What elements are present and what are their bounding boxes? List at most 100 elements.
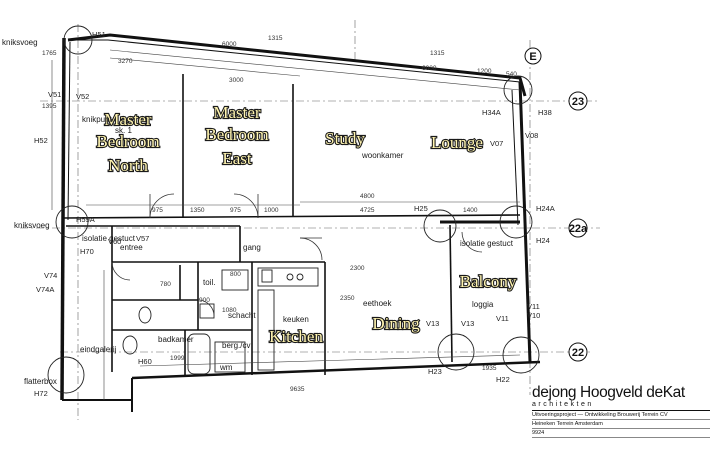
- project-row-1: Uitvoeringsproject — Ontwikkeling Brouwe…: [532, 411, 710, 420]
- room-master-east-line1: Master: [213, 103, 261, 122]
- dim-800: 800: [230, 271, 241, 278]
- dim-1350: 1350: [190, 207, 205, 214]
- project-table: Uitvoeringsproject — Ontwikkeling Brouwe…: [532, 410, 710, 438]
- grid-markers: [524, 47, 588, 362]
- dim-2350: 2350: [340, 295, 355, 302]
- axis-v74: V74: [44, 271, 57, 280]
- dim-3000: 3000: [229, 77, 244, 84]
- interior-walls: [63, 74, 521, 375]
- tag-wm: wm: [219, 363, 233, 372]
- tag-gang: gang: [243, 243, 261, 252]
- tag-eethoek: eethoek: [363, 299, 392, 308]
- axis-h72: H72: [34, 389, 48, 398]
- axis-h22: H22: [496, 375, 510, 384]
- room-tags: woonkamer gang entree eethoek keuken log…: [2, 38, 514, 386]
- axis-v74a: V74A: [36, 285, 54, 294]
- room-kitchen: Kitchen: [269, 327, 323, 346]
- dim-9635: 9635: [290, 386, 305, 393]
- dim-540: 540: [506, 71, 517, 78]
- axis-v13a: V13: [426, 319, 439, 328]
- dim-780: 780: [160, 281, 171, 288]
- room-master-north-line3: North: [108, 156, 148, 175]
- room-study: Study: [325, 129, 365, 148]
- tag-isolatie-right: isolatie gestuct: [460, 239, 514, 248]
- room-dining: Dining: [372, 314, 420, 333]
- tag-toil: toil.: [203, 278, 215, 287]
- grid-marker-23: [568, 91, 588, 111]
- tag-loggia: loggia: [472, 300, 494, 309]
- axis-h51: H51: [92, 30, 106, 39]
- axis-v07: V07: [490, 139, 503, 148]
- architect-logo: dejong Hoogveld deKat: [532, 384, 685, 401]
- dim-975b: 975: [230, 207, 241, 214]
- dim-1935: 1935: [482, 365, 497, 372]
- dim-1315a: 1315: [268, 35, 283, 42]
- grid-marker-e: [524, 47, 542, 65]
- tag-badkamer: badkamer: [158, 335, 194, 344]
- fixtures: [122, 267, 319, 375]
- dim-1315b: 1315: [430, 50, 445, 57]
- dim-975a: 975: [152, 207, 163, 214]
- tag-kniksvoeg-top: kniksvoeg: [2, 38, 38, 47]
- room-balcony: Balcony: [460, 272, 517, 291]
- dim-1000: 1000: [264, 207, 279, 214]
- axis-h60: H60: [138, 357, 152, 366]
- axis-h24: H24: [536, 236, 550, 245]
- axis-h23: H23: [428, 367, 442, 376]
- tag-sk: sk. 1: [115, 126, 132, 135]
- dim-4725: 4725: [360, 207, 375, 214]
- axis-v51: V51: [48, 90, 61, 99]
- architect-subtitle: architekten: [532, 401, 594, 408]
- tag-flatterbox: flatterbox: [24, 377, 57, 386]
- room-master-north-line1: Master: [104, 110, 152, 129]
- axis-h34a: H34A: [482, 108, 501, 117]
- grid-label-23: 23: [572, 96, 584, 108]
- tag-entree: entree: [120, 243, 143, 252]
- axis-h38: H38: [538, 108, 552, 117]
- outer-walls: [60, 33, 541, 412]
- dim-1999: 1999: [170, 355, 185, 362]
- axis-v52: V52: [76, 92, 89, 101]
- grid-lines: [20, 20, 600, 420]
- door-swings: [111, 193, 483, 317]
- title-block: dejong Hoogveld deKat architekten Uitvoe…: [532, 384, 710, 448]
- axis-h25: H25: [414, 204, 428, 213]
- dim-1400: 1400: [463, 207, 478, 214]
- axis-v11b: V11: [527, 302, 540, 311]
- tag-kniksvoeg-left: kniksvoeg: [14, 221, 50, 230]
- tag-woonkamer: woonkamer: [361, 151, 404, 160]
- axis-h59a: H59A: [76, 215, 95, 224]
- dim-1395: 1395: [42, 103, 57, 110]
- dimension-values: 1315 1315 6000 6000 3270 3000 1200 540 4…: [42, 35, 517, 393]
- tag-keuken: keuken: [283, 315, 309, 324]
- grid-label-22a: 22a: [569, 223, 588, 235]
- dim-3270: 3270: [118, 58, 133, 65]
- tag-schacht: schacht: [228, 311, 256, 320]
- dim-1080: 1080: [222, 307, 237, 314]
- dim-1765: 1765: [42, 50, 57, 57]
- dim-900: 900: [199, 297, 210, 304]
- grid-marker-22a: [568, 218, 588, 238]
- grid-label-22: 22: [572, 347, 584, 359]
- dim-4800: 4800: [360, 193, 375, 200]
- axis-v13b: V13: [461, 319, 474, 328]
- tag-berg: berg./cv: [222, 341, 250, 350]
- dim-6000a: 6000: [222, 41, 237, 48]
- grid-label-e: E: [529, 51, 536, 63]
- tag-isolatie-left: isolatie gestuct: [82, 234, 136, 243]
- dimension-lines: [51, 49, 521, 400]
- room-master-east-line2: Bedroom: [205, 125, 268, 144]
- room-lounge: Lounge: [431, 133, 483, 152]
- dim-6000b: 6000: [422, 65, 437, 72]
- room-labels: Master Bedroom North Master Bedroom East…: [95, 102, 518, 347]
- axis-v60: V60: [108, 237, 121, 246]
- axis-v11a: V11: [496, 314, 509, 323]
- axis-h52: H52: [34, 136, 48, 145]
- axis-v10: V10: [527, 311, 540, 320]
- room-master-north-line2: Bedroom: [96, 132, 159, 151]
- project-row-2: Heineken Terrein Amsterdam: [532, 420, 710, 429]
- dim-2300: 2300: [350, 265, 365, 272]
- axis-h24a: H24A: [536, 204, 555, 213]
- axis-v08: V08: [525, 131, 538, 140]
